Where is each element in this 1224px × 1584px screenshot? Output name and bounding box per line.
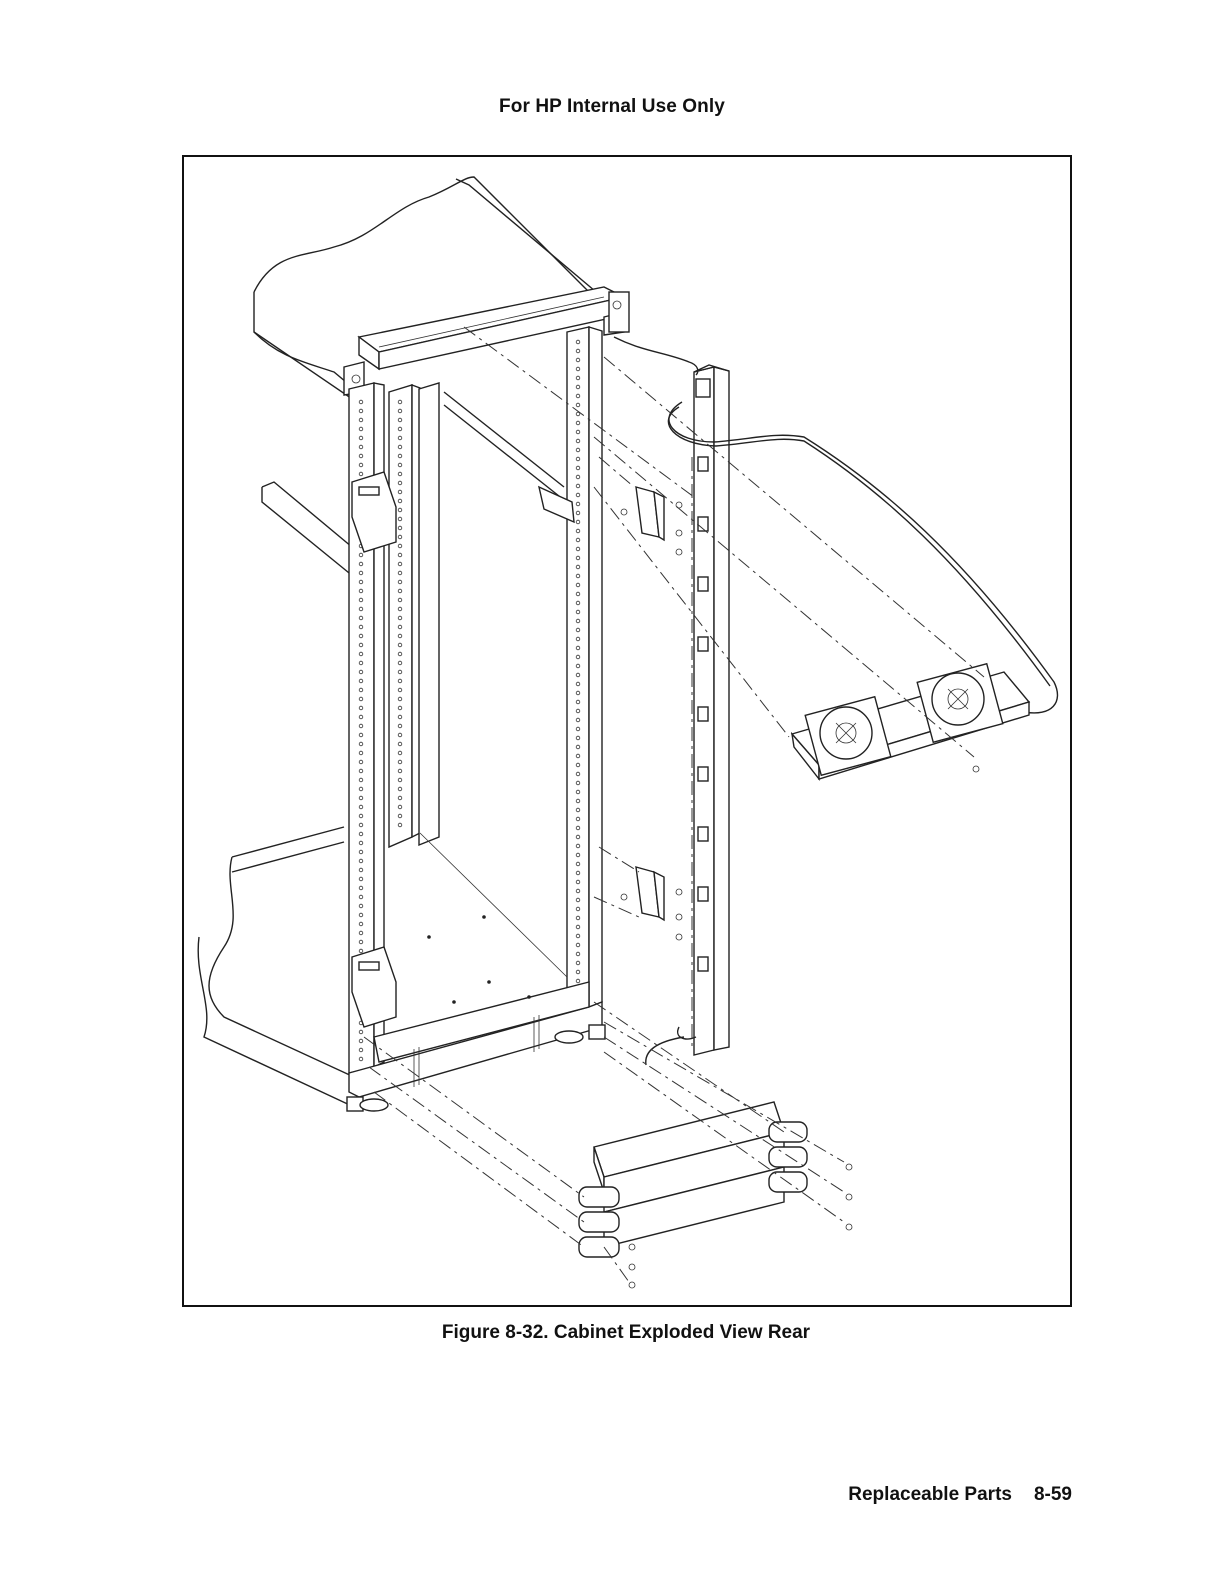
power-strip (678, 365, 729, 1055)
filler-panels (579, 1102, 852, 1288)
cabinet-exploded-view-drawing (184, 157, 1070, 1305)
page-footer: Replaceable Parts 8-59 (848, 1484, 1072, 1506)
left-rear-upright (389, 385, 420, 847)
figure-frame (182, 155, 1072, 1307)
cabinet-floor (420, 833, 567, 1004)
fan-tray (792, 664, 1029, 779)
page-header: For HP Internal Use Only (0, 96, 1224, 118)
mounting-bracket-upper (621, 487, 682, 555)
inner-rail (419, 383, 574, 845)
page-number: 8-59 (1034, 1484, 1072, 1505)
footer-section-title: Replaceable Parts (848, 1484, 1012, 1505)
figure-caption: Figure 8-32. Cabinet Exploded View Rear (0, 1322, 1224, 1344)
mounting-bracket-lower (621, 867, 682, 940)
right-upright (567, 327, 602, 1015)
